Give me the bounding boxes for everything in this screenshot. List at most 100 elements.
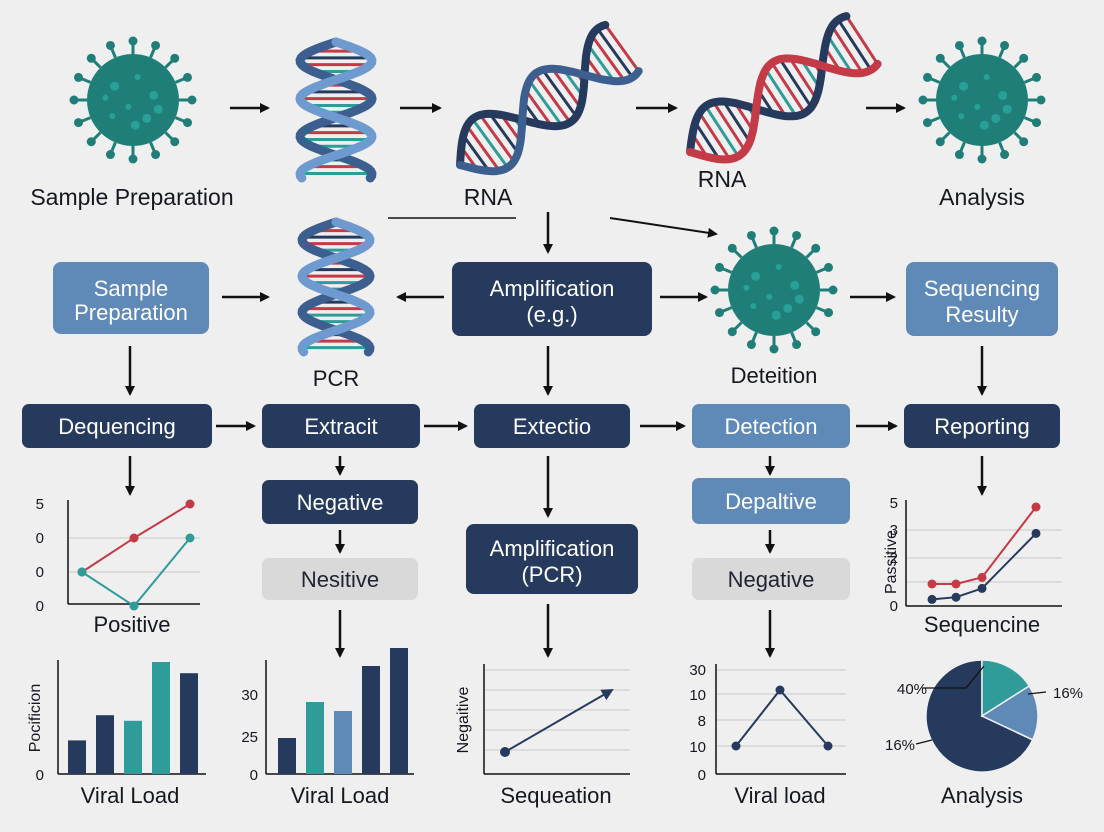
y-tick-label: 0 (36, 767, 44, 784)
box-extracit[interactable]: Extracit (262, 404, 420, 448)
trend-arrow (504, 688, 614, 753)
y-tick-label: 8 (698, 713, 706, 730)
series-line (931, 532, 1037, 601)
box-nesitive[interactable]: Nesitive (262, 558, 418, 600)
data-point (775, 685, 785, 695)
y-tick-label: 5 (890, 495, 898, 512)
data-point (977, 583, 987, 593)
data-point (731, 741, 741, 751)
label-rna-1: RNA (464, 184, 513, 210)
label-deteition: Deteition (731, 363, 818, 388)
x-axis-label: Positive (93, 612, 170, 637)
y-tick-label: 10 (689, 687, 706, 704)
bar (180, 673, 198, 774)
leader-line (1027, 691, 1047, 695)
y-tick-label: 2 (890, 550, 898, 567)
y-tick-label: 0 (250, 767, 258, 784)
label-analysis: Analysis (939, 184, 1025, 210)
box-sequencing-result-line1: Sequencing (924, 276, 1040, 301)
y-axis-label: Passitive (883, 530, 900, 594)
y-tick-label: 0 (36, 564, 44, 581)
box-amplification-eg-line2: (e.g.) (526, 302, 577, 327)
bar (152, 662, 170, 774)
box-extectio-label: Extectio (513, 414, 591, 439)
box-negative-2[interactable]: Negative (692, 558, 850, 600)
box-extracit-label: Extracit (304, 414, 377, 439)
box-amplification-eg[interactable]: Amplification (e.g.) (452, 262, 652, 336)
pie-slice (980, 684, 1039, 741)
series-line (932, 506, 1037, 585)
pie-title: Analysis (941, 783, 1023, 808)
box-amplification-pcr-line2: (PCR) (521, 562, 582, 587)
y-tick-label: 30 (689, 662, 706, 679)
box-negative-1-label: Negative (297, 490, 384, 515)
bar (96, 715, 114, 774)
box-amplification-pcr[interactable]: Amplification (PCR) (466, 524, 638, 594)
box-detection-label: Detection (725, 414, 818, 439)
data-point (129, 601, 139, 611)
box-sequencing-result[interactable]: Sequencing Resulty (906, 262, 1058, 336)
label-rna-2: RNA (698, 166, 747, 192)
series-line (735, 688, 829, 747)
data-point (500, 747, 510, 757)
box-detection[interactable]: Detection (692, 404, 850, 448)
data-point (951, 579, 961, 589)
data-point (185, 533, 195, 543)
bar (124, 720, 142, 774)
pie-label: 16% (1053, 685, 1083, 702)
x-axis-label: Viral Load (291, 783, 390, 808)
bar (278, 738, 296, 774)
y-tick-label: 0 (36, 530, 44, 547)
box-depaltive[interactable]: Depaltive (692, 478, 850, 524)
data-point (1031, 502, 1041, 512)
y-tick-label: 0 (890, 598, 898, 615)
box-nesitive-label: Nesitive (301, 567, 379, 592)
bar (334, 711, 352, 774)
y-tick-label: 10 (689, 739, 706, 756)
box-sample-preparation[interactable]: Sample Preparation (53, 262, 209, 334)
box-reporting[interactable]: Reporting (904, 404, 1060, 448)
box-reporting-label: Reporting (934, 414, 1029, 439)
bar (68, 740, 86, 774)
box-negative-2-label: Negative (728, 567, 815, 592)
leader-line (922, 665, 985, 689)
data-point (823, 741, 833, 751)
leader-line (915, 739, 933, 745)
data-point (129, 533, 139, 543)
y-axis-label: Negaitive (455, 687, 472, 754)
box-extectio[interactable]: Extectio (474, 404, 630, 448)
pie-label: 16% (885, 737, 915, 754)
pie-slice (981, 659, 1031, 718)
box-dequencing[interactable]: Dequencing (22, 404, 212, 448)
data-point (927, 594, 937, 604)
pie-label: 40% (897, 681, 927, 698)
label-pcr: PCR (313, 366, 359, 391)
y-tick-label: 5 (36, 496, 44, 513)
data-point (77, 567, 87, 577)
box-sample-preparation-line1: Sample (94, 276, 169, 301)
box-sample-preparation-line2: Preparation (74, 300, 188, 325)
y-axis-label: Pocificion (27, 684, 44, 752)
box-depaltive-label: Depaltive (725, 489, 817, 514)
y-tick-label: 0 (36, 598, 44, 615)
virus-icon (69, 36, 197, 164)
x-axis-label: Sequencine (924, 612, 1040, 637)
box-amplification-pcr-line1: Amplification (490, 536, 615, 561)
bar (306, 702, 324, 774)
box-sequencing-result-line2: Resulty (945, 302, 1018, 327)
virus-icon (710, 226, 838, 354)
data-point (185, 499, 195, 509)
dna-icon (295, 37, 377, 183)
y-tick-label: 30 (241, 687, 258, 704)
data-point (977, 572, 987, 582)
y-tick-label: 3 (890, 522, 898, 539)
x-axis-label: Viral load (734, 783, 825, 808)
bar (390, 648, 408, 774)
x-axis-label: Viral Load (81, 783, 180, 808)
data-point (1031, 528, 1041, 538)
data-point (951, 592, 961, 602)
virus-icon (918, 36, 1046, 164)
box-negative-1[interactable]: Negative (262, 480, 418, 524)
dna-icon (297, 217, 375, 357)
